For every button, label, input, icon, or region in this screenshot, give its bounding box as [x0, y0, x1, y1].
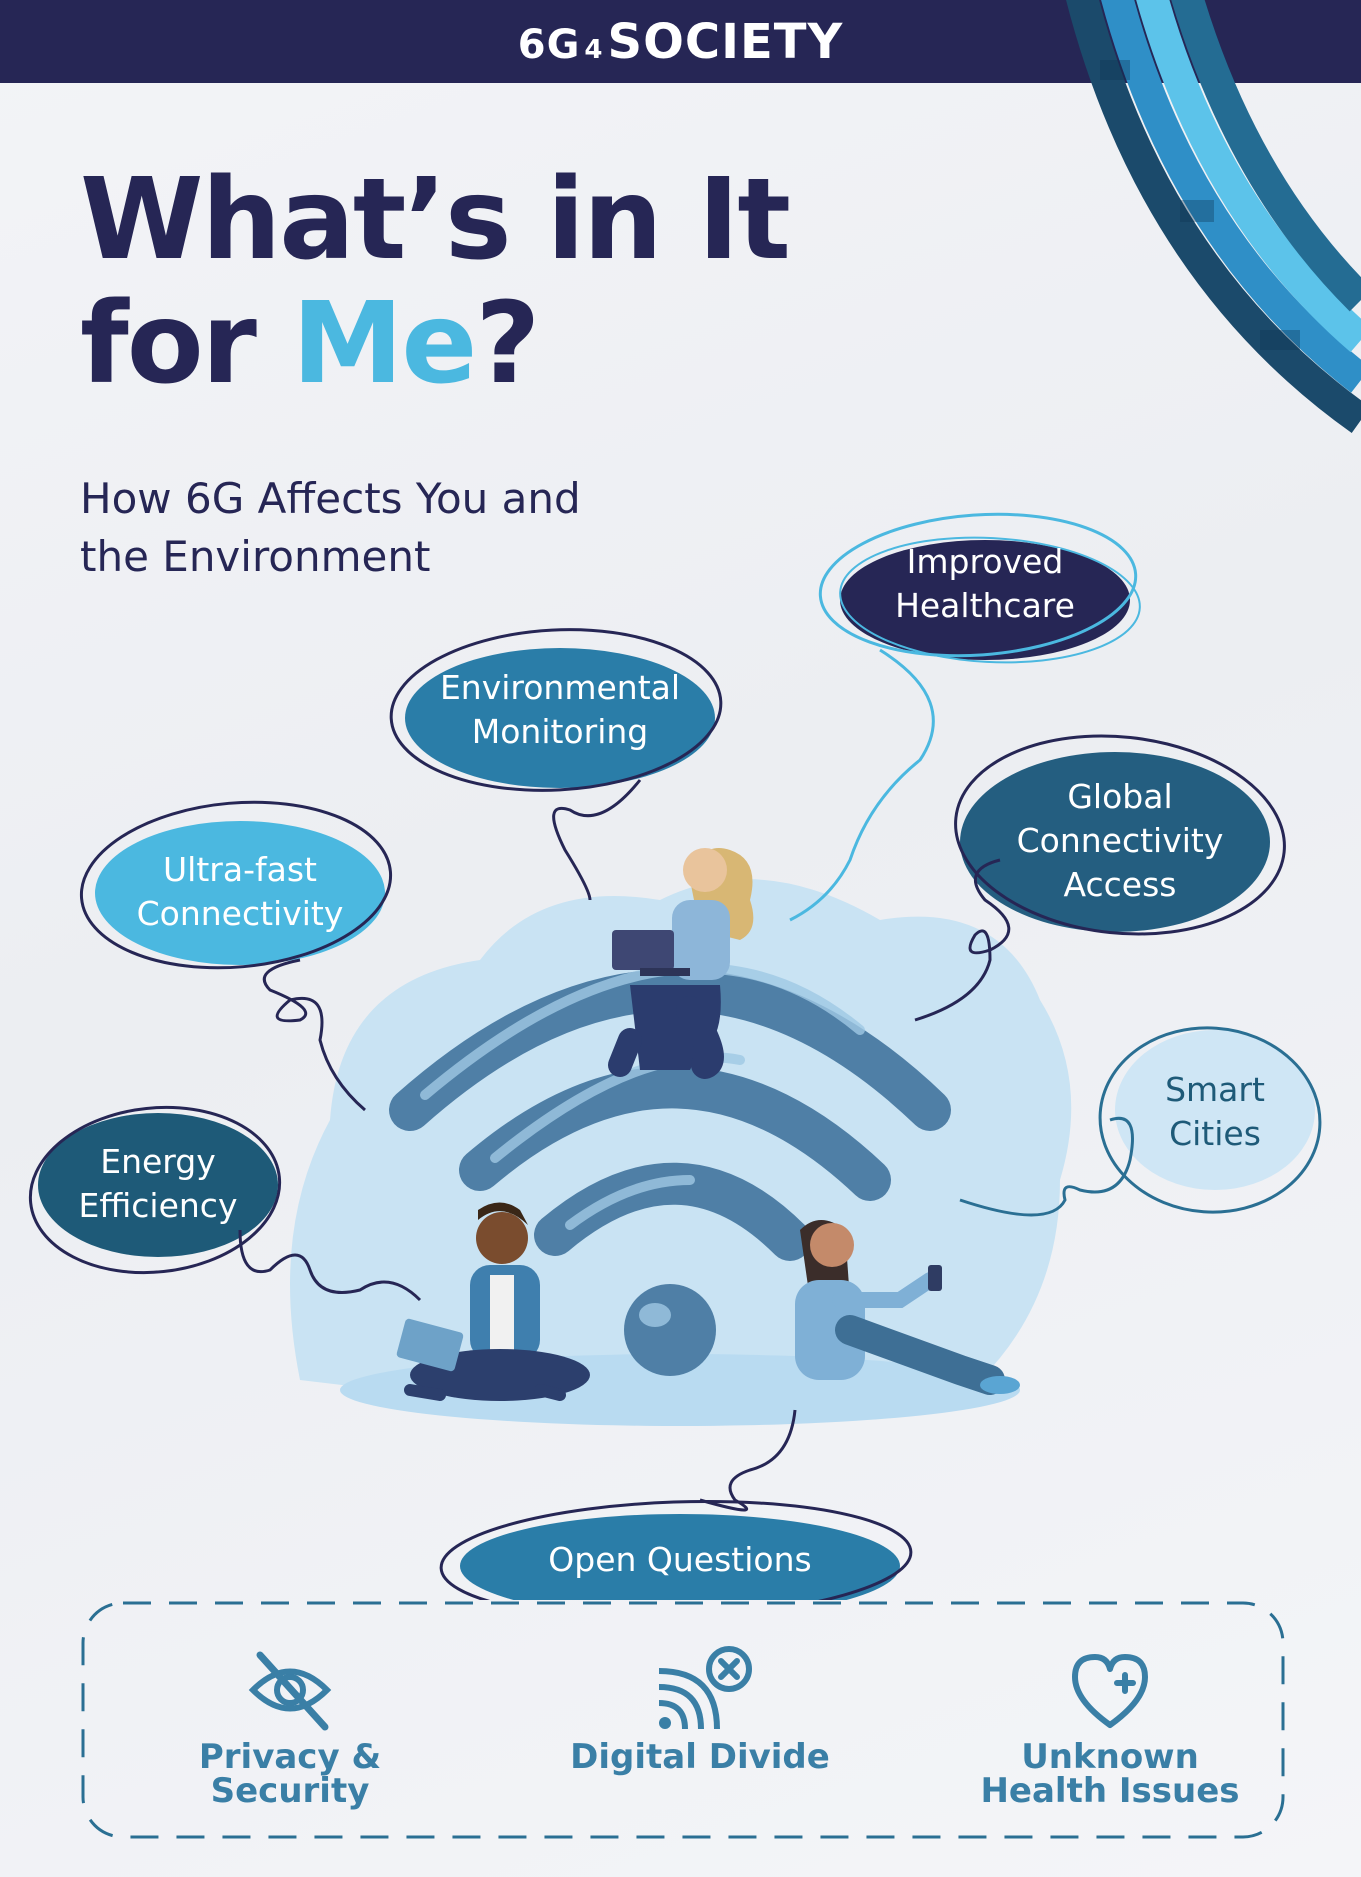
- eye-slash-icon: [248, 1651, 332, 1731]
- label-health-issues: Health Issues: [980, 1771, 1240, 1811]
- label-ultrafast-line1: Ultra-fast: [163, 850, 317, 889]
- bubble-global-connectivity: [914, 734, 1286, 1022]
- wifi-dot: [624, 1284, 716, 1376]
- label-environmental-line2: Monitoring: [471, 712, 649, 751]
- person-man-laptop: [396, 1202, 590, 1401]
- label-energy-efficiency: Energy Efficiency: [60, 1140, 256, 1228]
- label-privacy-security: Privacy & Security: [198, 1737, 382, 1811]
- signal-x-icon: [658, 1646, 752, 1730]
- bubble-environmental-monitoring: [389, 628, 723, 901]
- open-questions-title: Open Questions: [548, 1540, 812, 1579]
- person-woman-phone: [795, 1220, 1020, 1395]
- title-accent: Me: [291, 279, 477, 409]
- label-energy-line2: Efficiency: [78, 1186, 238, 1225]
- brand-six: 6G: [517, 21, 581, 68]
- decorative-arc: [1066, 0, 1361, 434]
- open-questions-connector: [699, 1409, 797, 1512]
- subtitle-line-1: How 6G Affects You and: [80, 474, 581, 523]
- question-health: Unknown Health Issues: [960, 1645, 1260, 1808]
- title-line-1: What’s in It: [80, 155, 791, 285]
- label-global-line1: Global: [1067, 777, 1173, 816]
- label-healthcare-line2: Healthcare: [895, 586, 1075, 625]
- bubble-smart-cities: [959, 1026, 1322, 1217]
- wifi-illustration: [28, 512, 1322, 1600]
- title-suffix: ?: [475, 279, 540, 409]
- brand-logo: 6G 4 SOCIETY: [518, 14, 844, 70]
- person-woman-laptop: [608, 848, 754, 1079]
- label-environmental-line1: Environmental: [439, 668, 681, 707]
- label-environmental-monitoring: Environmental Monitoring: [410, 666, 710, 754]
- title-prefix: for: [80, 279, 292, 409]
- question-digital-divide: Digital Divide: [540, 1645, 860, 1774]
- label-digital-divide: Digital Divide: [570, 1737, 830, 1777]
- label-unknown: Unknown: [1021, 1737, 1199, 1777]
- label-improved-healthcare: Improved Healthcare: [860, 540, 1110, 628]
- open-questions-box: [81, 1601, 1285, 1839]
- bubble-improved-healthcare: [789, 512, 1141, 922]
- label-global-line3: Access: [1063, 865, 1177, 904]
- bubble-open-questions: [460, 1514, 900, 1600]
- label-ultra-fast: Ultra-fast Connectivity: [110, 848, 370, 936]
- label-global-connectivity: Global Connectivity Access: [980, 775, 1260, 907]
- label-global-line2: Connectivity: [1016, 821, 1224, 860]
- label-smart-line2: Cities: [1169, 1114, 1261, 1153]
- label-energy-line1: Energy: [100, 1142, 216, 1181]
- label-healthcare-line1: Improved: [906, 542, 1064, 581]
- subtitle: How 6G Affects You and the Environment: [80, 470, 700, 586]
- subtitle-line-2: the Environment: [80, 532, 431, 581]
- label-ultrafast-line2: Connectivity: [136, 894, 344, 933]
- brand-society: SOCIETY: [607, 13, 844, 70]
- bubble-ultra-fast: [79, 800, 393, 1112]
- bubble-energy-efficiency: [28, 1105, 422, 1302]
- heart-plus-icon: [1072, 1654, 1148, 1728]
- question-privacy: Privacy & Security: [120, 1645, 460, 1808]
- label-smart-cities: Smart Cities: [1120, 1068, 1310, 1156]
- title-line-2: for Me?: [80, 282, 789, 406]
- brand-four: 4: [584, 34, 604, 65]
- label-smart-line1: Smart: [1165, 1070, 1265, 1109]
- page-title: What’s in It for Me?: [80, 155, 791, 406]
